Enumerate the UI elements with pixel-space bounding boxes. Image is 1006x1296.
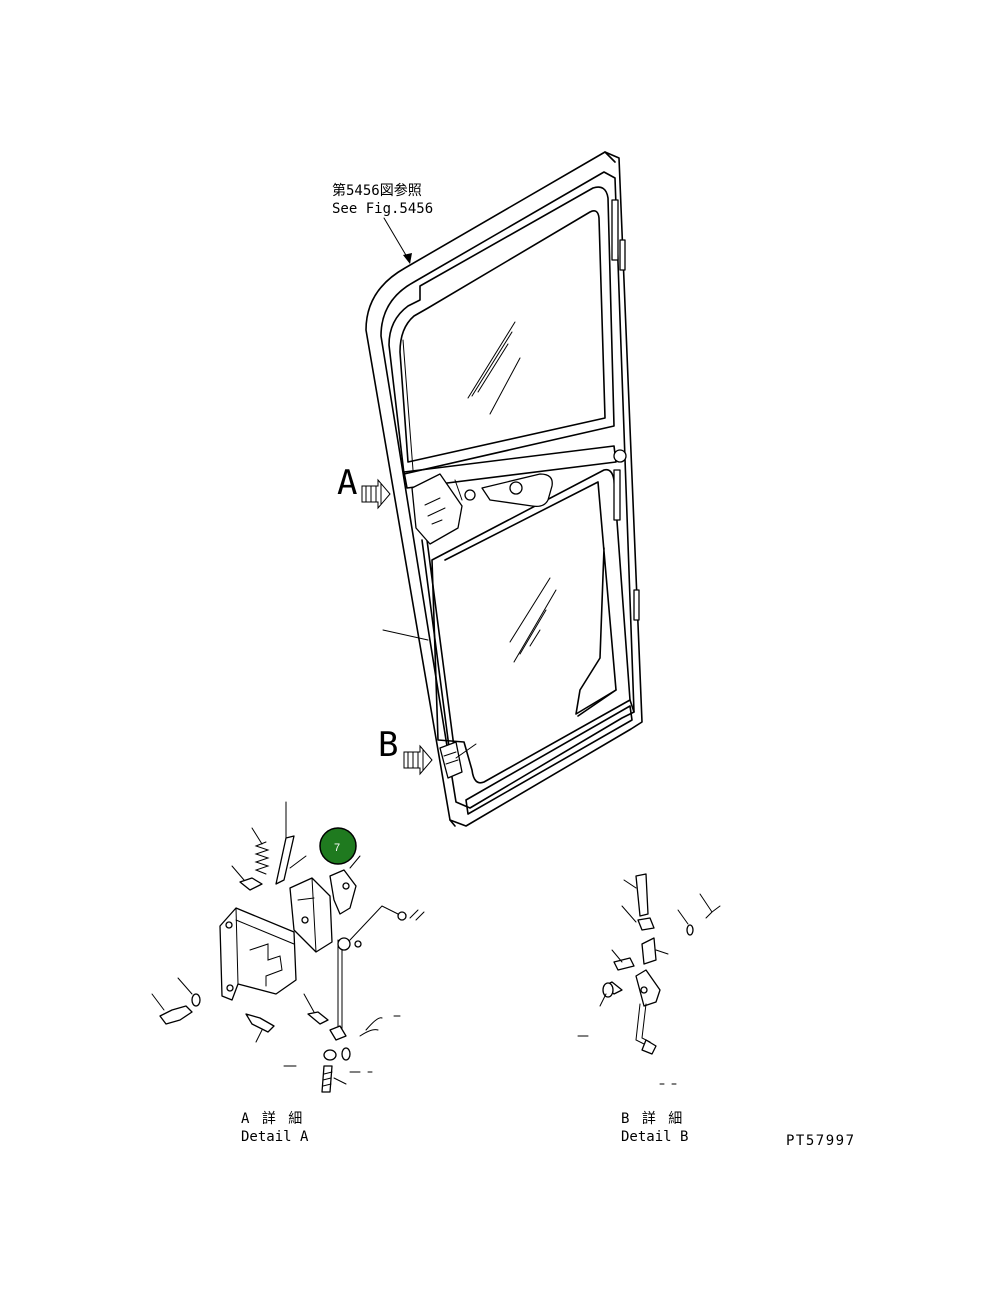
glass-reflection-marks	[467, 321, 557, 663]
detail-b-parts	[577, 873, 721, 1085]
reference-en-label: See Fig.5456	[332, 201, 433, 217]
detail-b-jp-label: B 詳 細	[621, 1111, 684, 1127]
reference-arrowhead	[403, 253, 412, 264]
view-arrow-a-icon	[361, 478, 391, 510]
detail-a-parts	[151, 801, 425, 1093]
door-lock-assembly	[411, 473, 553, 545]
view-marker-b: B	[378, 725, 398, 765]
detail-a-en-label: Detail A	[241, 1129, 309, 1145]
view-marker-a: A	[337, 463, 357, 503]
callout-number[interactable]: 7	[334, 842, 340, 854]
door-frame	[365, 151, 643, 827]
callout-circle[interactable]	[319, 827, 357, 865]
view-arrow-b-icon	[403, 744, 433, 776]
lower-latch-assembly	[439, 741, 477, 779]
reference-jp-label: 第5456図参照	[332, 182, 422, 199]
callout-badge[interactable]: 7	[319, 827, 357, 865]
detail-b-en-label: Detail B	[621, 1129, 688, 1145]
detail-a-jp-label: A 詳 細	[241, 1111, 304, 1127]
rod-leader	[382, 629, 429, 641]
drawing-code: PT57997	[786, 1133, 856, 1149]
